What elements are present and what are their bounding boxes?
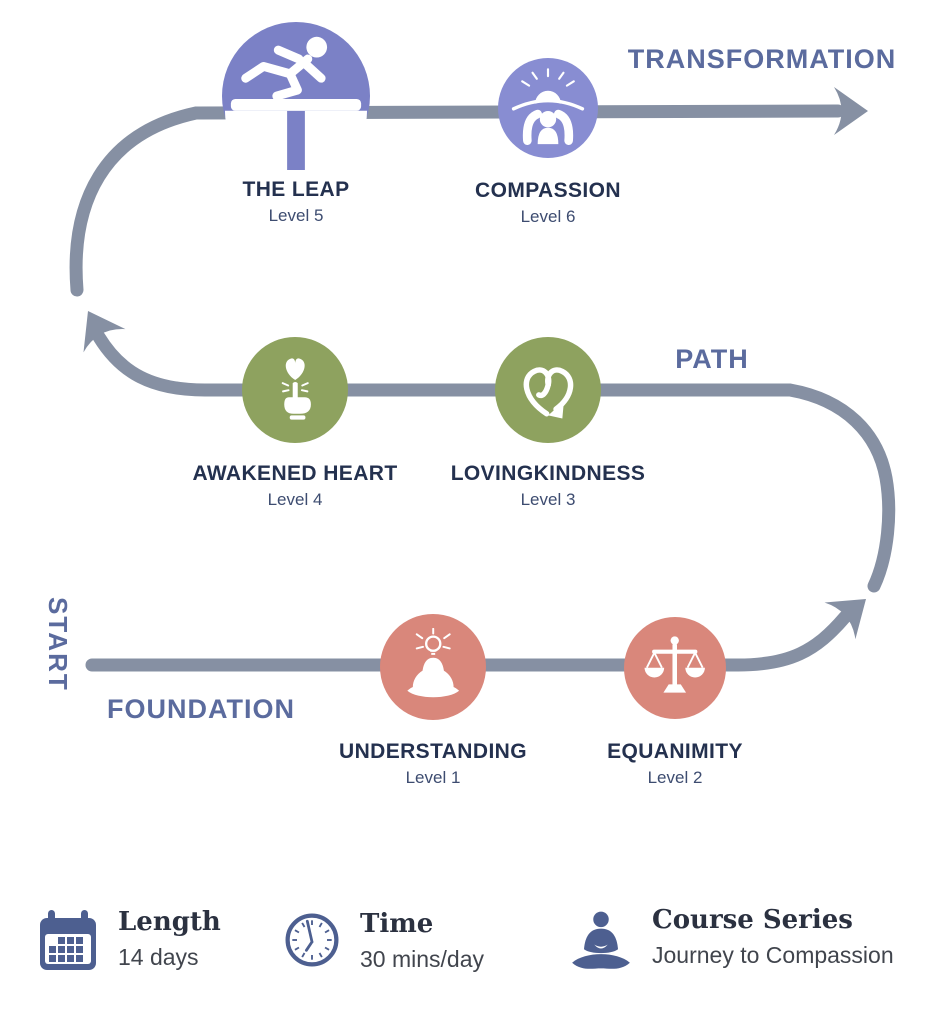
info-time: Time 30 mins/day — [282, 910, 484, 973]
node-level: Level 5 — [268, 206, 324, 226]
route-segment-path — [92, 330, 896, 593]
clock-icon — [285, 913, 339, 967]
node-label: UNDERSTANDING Level 1 — [303, 740, 563, 788]
meditation-lightbulb-icon — [407, 627, 459, 698]
meditator-icon — [572, 911, 630, 969]
node-title: UNDERSTANDING — [339, 740, 527, 763]
node-title: EQUANIMITY — [607, 740, 743, 763]
info-text: Course Series Journey to Compassion — [652, 906, 894, 969]
arrowhead-icon — [834, 87, 868, 135]
node-lovingkindness: LOVINGKINDNESS Level 3 — [418, 337, 678, 510]
info-title: Length — [118, 907, 221, 937]
stage-foundation-label: FOUNDATION — [107, 694, 295, 724]
balance-scale-icon — [644, 636, 706, 693]
arrowhead-icon — [83, 311, 126, 353]
node-label: LOVINGKINDNESS Level 3 — [418, 462, 678, 510]
info-course-series: Course Series Journey to Compassion — [568, 906, 894, 974]
hurdler-icon — [224, 36, 368, 170]
heart-loop-arrow-icon — [523, 367, 573, 419]
node-label: AWAKENED HEART Level 4 — [165, 462, 425, 510]
node-level: Level 4 — [267, 490, 323, 510]
sunrise-person-icon — [511, 68, 585, 145]
node-the-leap: THE LEAP Level 5 — [166, 22, 426, 226]
node-awakened-heart: AWAKENED HEART Level 4 — [165, 337, 425, 510]
node-label: THE LEAP Level 5 — [166, 178, 426, 226]
node-compassion: COMPASSION Level 6 — [418, 58, 678, 227]
info-title: Course Series — [652, 905, 853, 935]
info-value: Journey to Compassion — [652, 941, 894, 968]
hand-touch-heart-icon — [281, 358, 311, 420]
node-circle — [242, 337, 348, 443]
node-label: EQUANIMITY Level 2 — [545, 740, 805, 788]
node-equanimity: EQUANIMITY Level 2 — [545, 617, 805, 788]
info-text: Length 14 days — [118, 908, 221, 971]
info-length: Length 14 days — [36, 908, 221, 974]
arrowhead-icon — [824, 599, 866, 640]
node-title: LOVINGKINDNESS — [450, 462, 646, 485]
node-circle — [222, 22, 370, 170]
calendar-icon — [40, 910, 96, 970]
node-level: Level 2 — [647, 768, 703, 788]
node-title: COMPASSION — [475, 179, 621, 202]
node-label: COMPASSION Level 6 — [418, 179, 678, 227]
node-level: Level 1 — [405, 768, 461, 788]
node-circle — [495, 337, 601, 443]
node-level: Level 3 — [520, 490, 576, 510]
info-value: 30 mins/day — [360, 945, 485, 972]
info-value: 14 days — [118, 943, 199, 970]
node-circle — [624, 617, 726, 719]
node-level: Level 6 — [520, 207, 576, 227]
node-title: AWAKENED HEART — [192, 462, 398, 485]
node-understanding: UNDERSTANDING Level 1 — [303, 614, 563, 788]
route-segment-foundation — [85, 610, 852, 672]
route-segment-transformation — [69, 104, 845, 297]
stage-path-label: PATH — [675, 344, 749, 374]
node-circle — [380, 614, 486, 720]
info-text: Time 30 mins/day — [360, 910, 484, 973]
node-circle — [498, 58, 598, 158]
stage-transformation-label: TRANSFORMATION — [627, 44, 897, 74]
node-title: THE LEAP — [242, 178, 350, 201]
info-title: Time — [360, 909, 434, 939]
start-label: START — [43, 597, 73, 692]
